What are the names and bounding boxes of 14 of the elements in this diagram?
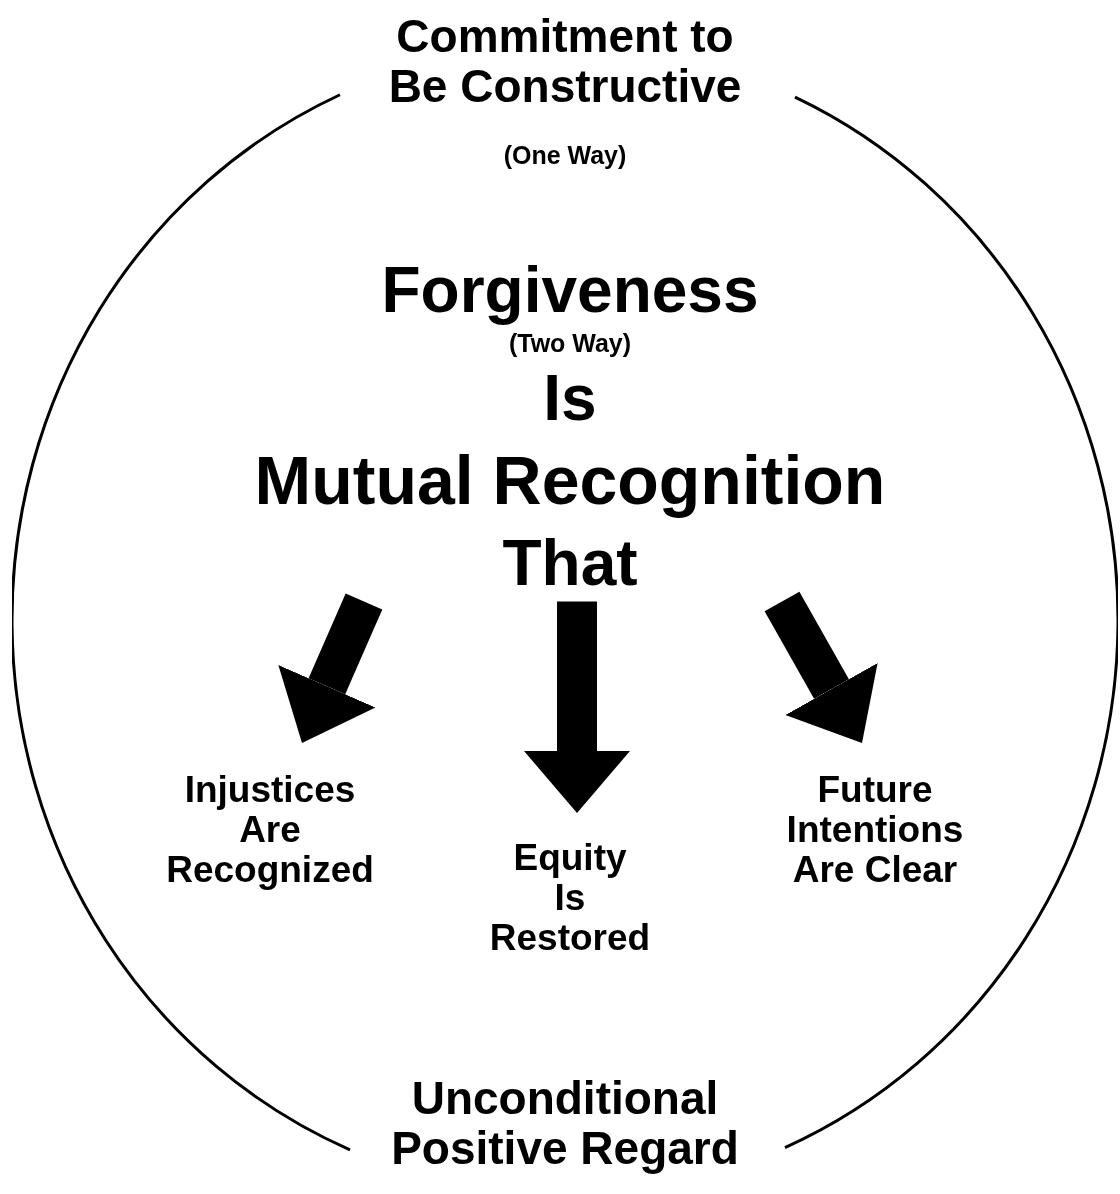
outcome-text: Injustices Are Recognized	[165, 770, 375, 890]
circle-footer: Unconditional Positive Regard	[335, 1074, 795, 1174]
heading-line: That	[501, 525, 639, 601]
heading-line: Is	[542, 360, 598, 436]
heading-subtitle: (Two Way)	[507, 330, 633, 358]
main-heading: Forgiveness	[380, 253, 760, 328]
outcome-text: Equity Is Restored	[489, 838, 651, 958]
outcome-text: Future Intentions Are Clear	[785, 770, 965, 890]
block-arrow	[278, 593, 383, 743]
heading-line: Mutual Recognition	[253, 440, 887, 520]
block-arrow	[764, 591, 878, 743]
circle-subtitle: (One Way)	[502, 142, 628, 169]
block-arrow	[524, 601, 630, 813]
circle-title: Commitment to Be Constructive	[387, 12, 743, 112]
